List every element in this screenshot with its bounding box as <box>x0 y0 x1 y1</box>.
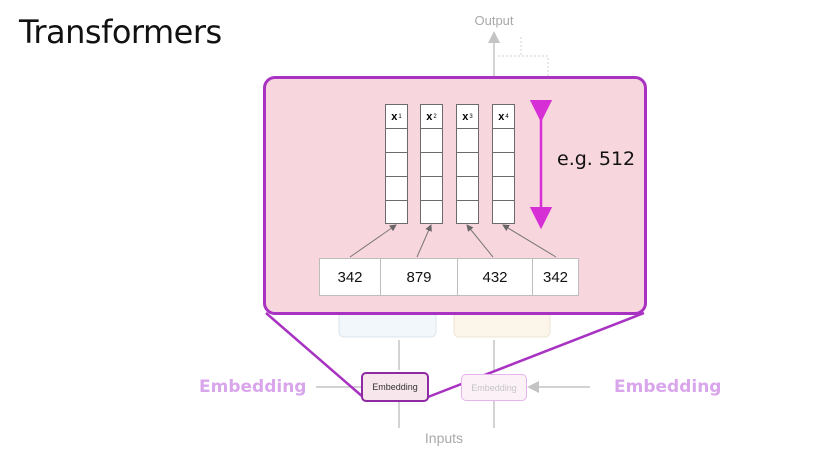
decoder-block-faint <box>453 311 551 338</box>
encoder-block-faint <box>338 311 437 338</box>
token-id-cell: 879 <box>381 259 458 295</box>
vector-name: x <box>426 110 433 123</box>
vector-name: x <box>391 110 398 123</box>
token-id-cell: 342 <box>542 268 569 286</box>
vector-name: x <box>462 110 469 123</box>
right-embedding-label: Embedding <box>614 377 722 397</box>
decoder-embedding-box-label: Embedding <box>471 382 517 393</box>
vector-index: 4 <box>505 113 509 120</box>
dimension-label: e.g. 512 <box>557 148 636 170</box>
inputs-label: Inputs <box>425 430 463 446</box>
decoder-embedding-box[interactable]: Embedding <box>461 374 527 401</box>
token-id-row: 342 879 432 342 <box>319 258 579 296</box>
output-label: Output <box>474 13 513 28</box>
zoom-funnel-left <box>265 312 364 398</box>
encoder-embedding-box[interactable]: Embedding <box>361 372 429 402</box>
vector-name: x <box>498 110 505 123</box>
slide-title: Transformers <box>19 13 222 51</box>
token-id-cell: 342 <box>320 259 381 295</box>
encoder-embedding-box-label: Embedding <box>372 382 418 392</box>
vector-index: 2 <box>433 113 437 120</box>
vector-index: 1 <box>398 113 402 120</box>
vector-index: 3 <box>469 113 473 120</box>
token-id-cell: 432 <box>458 259 533 295</box>
left-embedding-label: Embedding <box>199 377 307 397</box>
